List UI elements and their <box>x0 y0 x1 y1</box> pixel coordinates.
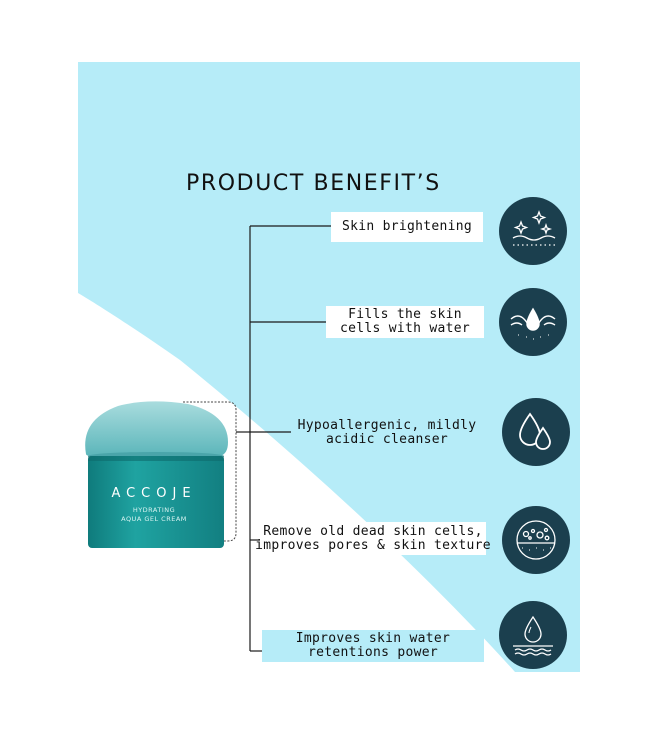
benefit-label-2: Fills the skin cells with water <box>326 306 484 338</box>
product-line-2: AQUA GEL CREAM <box>121 515 187 523</box>
drop-skin-layer-icon <box>499 601 567 669</box>
product-line-1: HYDRATING <box>132 506 176 514</box>
benefit-label-1: Skin brightening <box>331 212 483 242</box>
benefit-label-5: Improves skin water retentions power <box>262 630 484 662</box>
product-jar <box>85 401 228 548</box>
connector-lines <box>183 225 331 652</box>
pores-texture-icon <box>502 506 570 574</box>
double-drop-icon <box>502 398 570 466</box>
product-brand: ACCOJE <box>111 486 197 501</box>
sparkle-skin-icon <box>499 197 567 265</box>
benefit-label-3: Hypoallergenic, mildly acidic cleanser <box>291 417 483 449</box>
benefit-label-4: Remove old dead skin cells, improves por… <box>255 522 491 555</box>
page-title: PRODUCT BENEFIT’S <box>186 171 441 196</box>
water-drop-skin-icon <box>499 288 567 356</box>
